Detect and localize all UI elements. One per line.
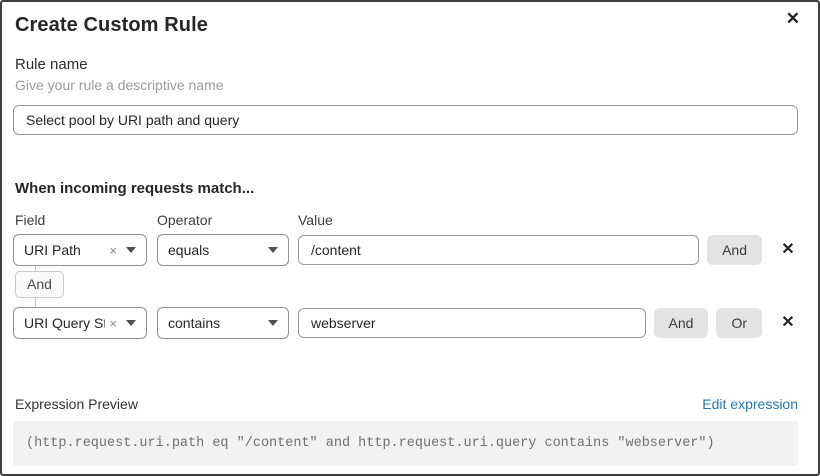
rule-name-input[interactable] bbox=[13, 105, 798, 135]
edit-expression-link[interactable]: Edit expression bbox=[702, 396, 798, 412]
chevron-down-icon bbox=[126, 247, 136, 253]
and-connector-chip[interactable]: And bbox=[15, 271, 64, 298]
clear-selection-icon[interactable]: × bbox=[109, 315, 117, 331]
value-input-row1[interactable] bbox=[298, 235, 700, 265]
field-column-label: Field bbox=[15, 212, 46, 228]
match-column-labels: Field Operator Value bbox=[15, 212, 798, 228]
field-select-row1-value: URI Path bbox=[24, 242, 81, 258]
expression-preview-label: Expression Preview bbox=[15, 396, 138, 412]
match-section-heading: When incoming requests match... bbox=[15, 180, 255, 197]
chevron-down-icon bbox=[126, 320, 136, 326]
chevron-down-icon bbox=[268, 320, 278, 326]
condition-connector: And bbox=[15, 266, 798, 307]
add-and-condition-button-row1[interactable]: And bbox=[707, 235, 762, 265]
value-input-row2[interactable] bbox=[298, 308, 646, 338]
dialog-title: Create Custom Rule bbox=[15, 14, 208, 36]
value-column-label: Value bbox=[298, 212, 333, 228]
connector-line-bottom bbox=[35, 298, 36, 307]
expression-code-block: (http.request.uri.path eq "/content" and… bbox=[13, 421, 798, 466]
operator-column-label: Operator bbox=[157, 212, 213, 228]
field-select-row2[interactable]: URI Query St... × bbox=[13, 307, 147, 339]
rule-name-label: Rule name bbox=[15, 56, 88, 73]
operator-select-row1[interactable]: equals bbox=[157, 234, 289, 266]
clear-selection-icon[interactable]: × bbox=[109, 242, 117, 258]
connector-line-top bbox=[35, 266, 36, 271]
operator-select-row1-value: equals bbox=[168, 242, 210, 258]
add-or-condition-button-row2[interactable]: Or bbox=[716, 308, 762, 338]
close-icon[interactable]: ✕ bbox=[785, 9, 800, 28]
field-select-row2-value: URI Query St... bbox=[24, 315, 105, 331]
add-and-condition-button-row2[interactable]: And bbox=[653, 308, 709, 338]
operator-select-row2-value: contains bbox=[168, 315, 221, 331]
match-row-2: URI Query St... × contains And Or ✕ bbox=[13, 307, 798, 339]
match-row-1: URI Path × equals And ✕ bbox=[13, 234, 798, 266]
rule-name-helper-text: Give your rule a descriptive name bbox=[15, 77, 224, 93]
delete-row-icon-row2[interactable]: ✕ bbox=[781, 314, 795, 331]
chevron-down-icon bbox=[268, 247, 278, 253]
operator-select-row2[interactable]: contains bbox=[157, 307, 289, 339]
field-select-row1[interactable]: URI Path × bbox=[13, 234, 147, 266]
expression-preview-header: Expression Preview Edit expression bbox=[15, 396, 798, 412]
delete-row-icon-row1[interactable]: ✕ bbox=[781, 241, 795, 258]
